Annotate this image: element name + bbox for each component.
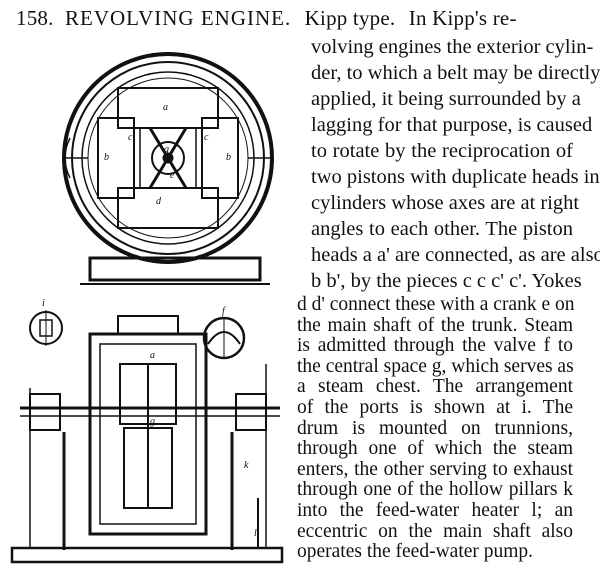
text-line: der, to which a belt may be directly <box>311 62 600 84</box>
text-line: is admitted through the valve f to <box>297 335 573 357</box>
article-title: REVOLVING ENGINE. <box>65 6 292 30</box>
text-line: d d' connect these with a crank e on <box>297 294 575 315</box>
figure-label: l <box>254 528 257 539</box>
text-line: of the ports is shown at i. The <box>297 397 573 418</box>
drum-base <box>80 256 270 285</box>
engine-illustration: a b b c c g e d f a g i k l <box>10 52 284 564</box>
article-subtitle: Kipp type. <box>304 6 396 30</box>
text-line: through one of which the steam <box>297 438 573 460</box>
text-line: the main shaft of the trunk. Steam <box>297 314 573 336</box>
figure-label: b <box>226 152 231 163</box>
figure-label: k <box>244 460 249 471</box>
figure-label: c <box>204 132 209 143</box>
article-heading: 158. REVOLVING ENGINE. Kipp type. In Kip… <box>16 4 517 32</box>
figure-label: b <box>104 152 109 163</box>
figure-label: g <box>164 144 169 155</box>
text-line: angles to each other. The piston <box>311 218 573 240</box>
figure-label: f <box>222 306 226 317</box>
text-line: cylinders whose axes are at right <box>311 192 580 214</box>
article-number: 158. <box>16 6 54 30</box>
text-line: to rotate by the reciprocation of <box>311 140 573 162</box>
text-line: drum is mounted on trunnions, <box>297 417 573 439</box>
text-line: enters, the other serving to exhaust <box>297 458 573 480</box>
text-line: operates the feed-water pump. <box>297 541 534 563</box>
text-line: through one of the hollow pillars k <box>297 479 573 501</box>
engine-section-view <box>10 315 284 564</box>
engine-figure: a b b c c g e d f a g i k l <box>0 28 300 570</box>
text-line: two pistons with duplicate heads in <box>311 166 600 188</box>
text-line: eccentric on the main shaft also <box>297 520 573 542</box>
port-detail <box>29 310 63 346</box>
text-line: applied, it being surrounded by a <box>311 88 581 110</box>
figure-label: a <box>163 102 168 113</box>
figure-label: d <box>156 196 162 207</box>
figure-label: i <box>42 298 45 309</box>
article-first-line-tail: In Kipp's re- <box>408 6 517 30</box>
figure-label: a <box>150 350 155 361</box>
text-line: the central space g, which serves as <box>297 355 574 377</box>
drum-end-view <box>62 52 274 264</box>
text-line: into the feed-water heater l; an <box>297 500 573 521</box>
text-line: lagging for that purpose, is caused <box>311 114 593 136</box>
valve-detail <box>202 316 246 360</box>
figure-label: g <box>150 416 155 427</box>
text-line: heads a a' are connected, as are also <box>311 244 600 266</box>
text-line: b b', by the pieces c c c' c'. Yokes <box>311 270 582 292</box>
figure-label: e <box>170 170 175 181</box>
text-line: volving engines the exterior cylin- <box>311 36 594 58</box>
text-line: a steam chest. The arrangement <box>297 376 573 398</box>
figure-label: c <box>128 132 133 143</box>
